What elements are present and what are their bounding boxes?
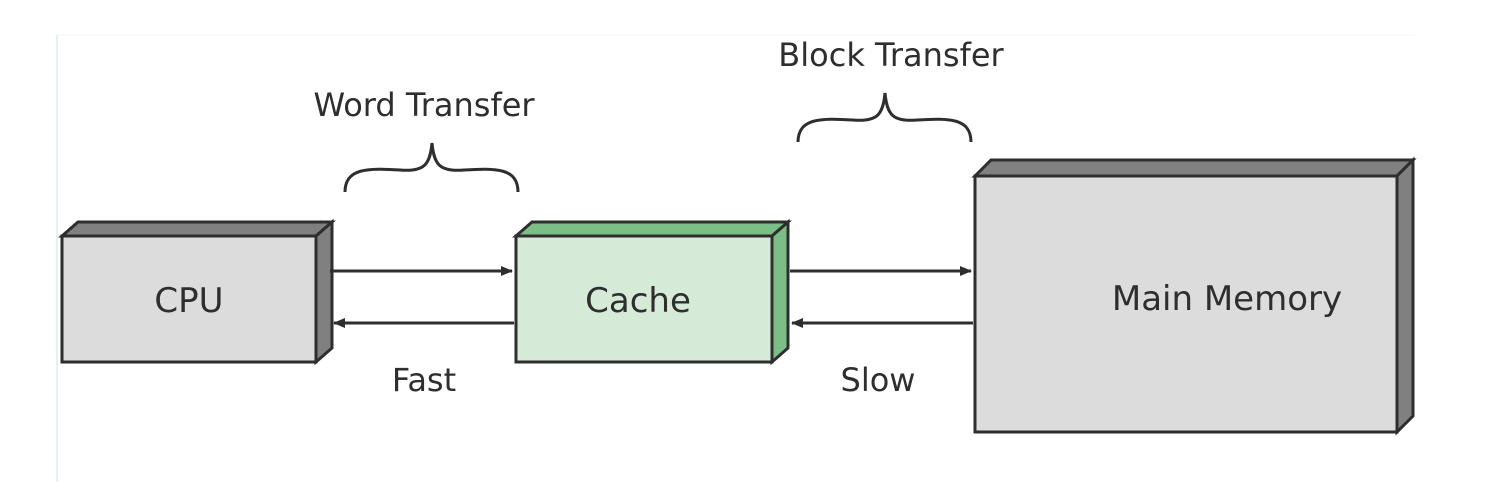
cpu-box: CPU [58, 218, 336, 366]
cache-box-side [770, 218, 790, 366]
word-transfer-label: Word Transfer [313, 86, 535, 124]
main-memory-box-side [1395, 156, 1415, 436]
cache-box: Cache [512, 218, 792, 366]
main-memory-label: Main Memory [1112, 279, 1342, 319]
cpu-box-top [58, 220, 336, 238]
cpu-box-front [60, 234, 318, 364]
cpu-box-side [314, 218, 334, 366]
cache-label: Cache [585, 281, 691, 321]
main-memory-box-top [971, 158, 1417, 178]
cache-box-front [514, 234, 774, 364]
main-memory-box-front [973, 174, 1399, 434]
cpu-label: CPU [154, 281, 223, 321]
slow-label: Slow [841, 361, 916, 399]
fast-label: Fast [392, 361, 456, 399]
block-transfer-brace [796, 92, 973, 143]
word-transfer-brace [343, 142, 520, 193]
block-transfer-label: Block Transfer [778, 36, 1004, 74]
main-memory-box: Main Memory [971, 156, 1417, 436]
cache-box-top [512, 220, 792, 238]
